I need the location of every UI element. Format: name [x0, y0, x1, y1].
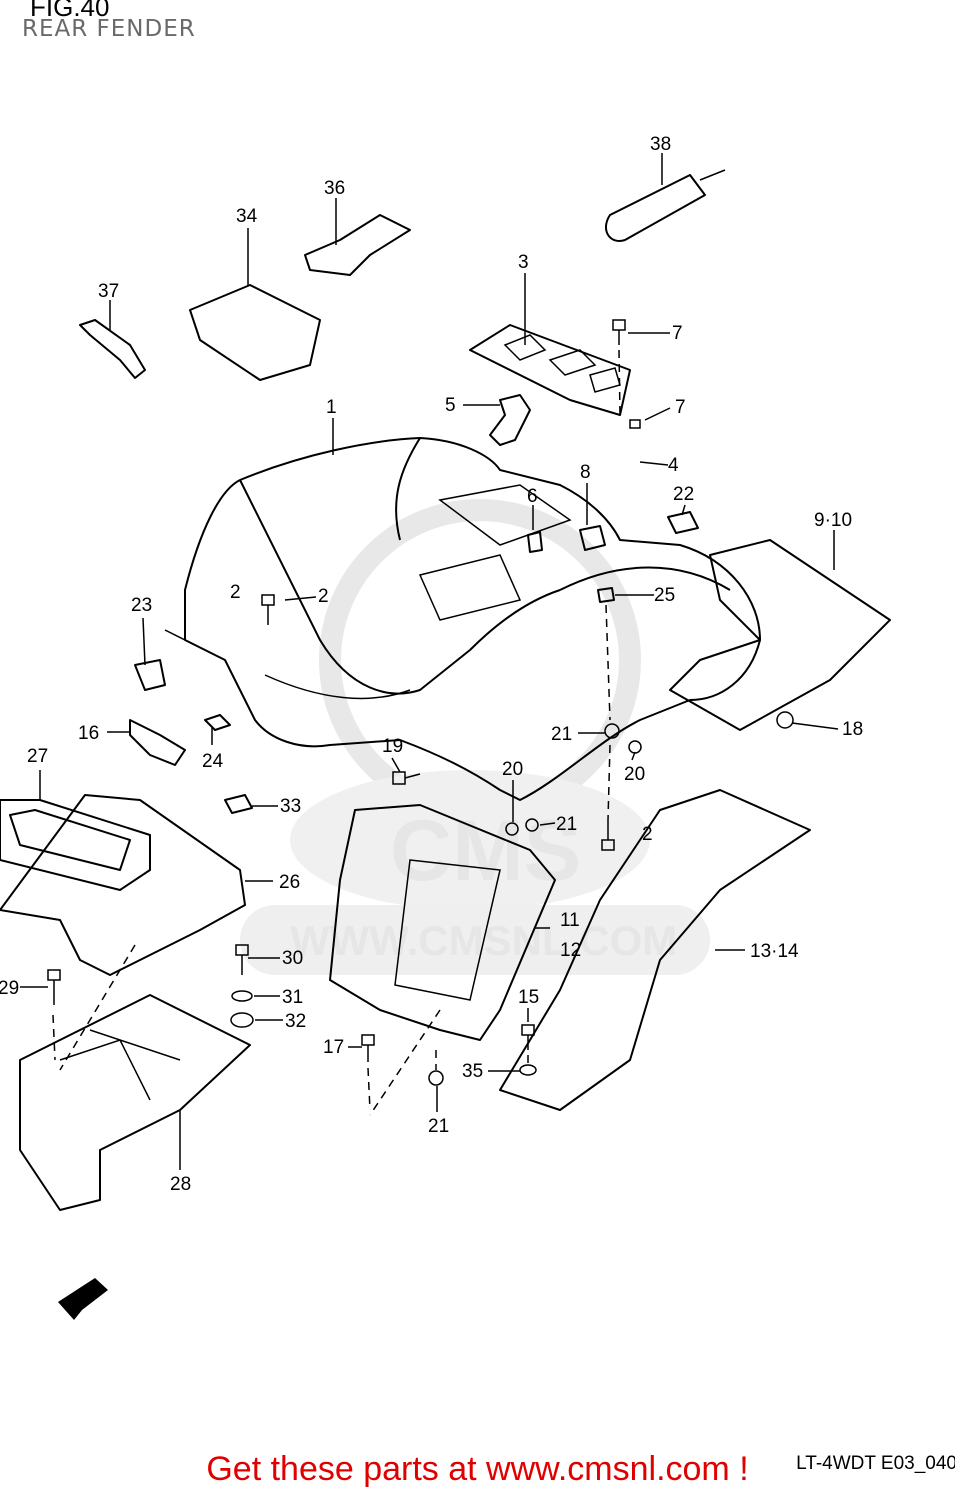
callout-6: 6: [527, 486, 538, 507]
tool-bag-part-34: [189, 284, 321, 381]
cap-part-8: [579, 525, 606, 551]
callout-13-14: 13·14: [750, 941, 799, 962]
callout-31: 31: [282, 987, 303, 1008]
callout-3: 3: [518, 252, 529, 273]
callout-18: 18: [842, 719, 863, 740]
washer-part-35: [519, 1064, 537, 1076]
cap-part-6: [527, 531, 543, 553]
bolt-part-29: [47, 969, 61, 1005]
callout-26: 26: [279, 872, 300, 893]
callout-22: 22: [673, 484, 694, 505]
callout-36: 36: [324, 178, 345, 199]
watermark-brand: CMS: [390, 803, 581, 899]
callout-35: 35: [462, 1061, 483, 1082]
tool-tube-part-38: [605, 169, 726, 242]
callout-32: 32: [285, 1011, 306, 1032]
pad-part-33: [224, 794, 253, 814]
inner-fender-part-11-12: [329, 804, 556, 1041]
pad-part-24: [204, 714, 231, 731]
callout-7-b: 7: [675, 397, 686, 418]
washer-part-20-a: [628, 740, 642, 754]
bolt-part-7-lower: [629, 419, 641, 429]
callout-9-10: 9·10: [814, 510, 852, 531]
callout-19: 19: [382, 736, 403, 757]
bracket-part-5: [489, 394, 531, 446]
callout-28: 28: [170, 1174, 191, 1195]
carrier-plate-part-3: [469, 324, 631, 416]
callout-labels: 1 2 2 2 3 4 5 6 7 7 8 9·10 11 12 13·14 1…: [0, 134, 863, 1195]
callout-33: 33: [280, 796, 301, 817]
callout-16: 16: [78, 723, 99, 744]
leader-lines: [20, 153, 839, 1170]
callout-4: 4: [668, 455, 679, 476]
callout-7-a: 7: [672, 323, 683, 344]
washer-part-31: [231, 990, 253, 1002]
callout-2-b: 2: [642, 824, 653, 845]
figure-number: FIG.40: [30, 0, 110, 22]
callout-11: 11: [560, 910, 580, 931]
cushion-part-22: [667, 511, 699, 534]
callout-17: 17: [323, 1037, 344, 1058]
nut-part-21-c: [428, 1070, 444, 1086]
callout-21-c: 21: [428, 1116, 449, 1137]
rear-fender-part-1: [164, 437, 761, 801]
callout-23: 23: [131, 595, 152, 616]
callout-2-c: 2: [230, 582, 241, 603]
nut-part-21-a: [604, 723, 620, 739]
washer-part-20-b: [505, 822, 519, 836]
inner-fender-opening: [394, 859, 501, 1001]
callout-2-a: 2: [318, 586, 329, 607]
strap-part-36: [304, 214, 411, 276]
callout-29: 29: [0, 978, 19, 999]
under-cover-part-28: [19, 994, 251, 1211]
side-fender-part-13-14: [499, 789, 811, 1111]
diagram-code: LT-4WDT E03_040: [796, 1453, 955, 1474]
pad-part-16: [129, 719, 186, 766]
forward-arrow-icon: [58, 1278, 108, 1320]
bolt-part-19: [392, 771, 421, 785]
grommet-part-25: [597, 587, 615, 603]
callout-21-b: 21: [556, 814, 577, 835]
bolt-part-7-upper: [612, 319, 626, 345]
callout-37: 37: [98, 281, 119, 302]
bolt-part-15: [521, 1024, 535, 1050]
bolt-part-2-lower: [601, 820, 615, 851]
callout-25: 25: [654, 585, 675, 606]
nut-part-21-b: [525, 818, 539, 832]
bolt-part-18: [776, 711, 794, 729]
under-cover-rib: [59, 1029, 181, 1101]
callout-12: 12: [560, 940, 581, 961]
mud-flap-part-9-10: [669, 539, 891, 731]
callout-15: 15: [518, 987, 539, 1008]
callout-20-b: 20: [624, 764, 645, 785]
bolt-part-30: [235, 944, 249, 975]
box-parts-26-27: [0, 794, 246, 976]
callout-30: 30: [282, 948, 303, 969]
callout-38: 38: [650, 134, 671, 155]
callout-27: 27: [27, 746, 48, 767]
callout-24: 24: [202, 751, 224, 772]
callout-20-a: 20: [502, 759, 523, 780]
callout-21-a: 21: [551, 724, 572, 745]
wrench-part-37: [79, 319, 146, 379]
shop-link-banner[interactable]: Get these parts at www.cmsnl.com !: [206, 1450, 749, 1488]
figure-title: REAR FENDER: [22, 16, 196, 42]
callout-8: 8: [580, 462, 591, 483]
callout-5: 5: [445, 395, 456, 416]
assembly-lines: [52, 349, 621, 1116]
cushion-part-32: [230, 1012, 254, 1028]
pad-part-23: [134, 659, 166, 691]
callout-1: 1: [326, 397, 337, 418]
bolt-part-2: [261, 594, 275, 625]
bolt-part-17: [361, 1034, 375, 1062]
callout-34: 34: [236, 206, 258, 227]
